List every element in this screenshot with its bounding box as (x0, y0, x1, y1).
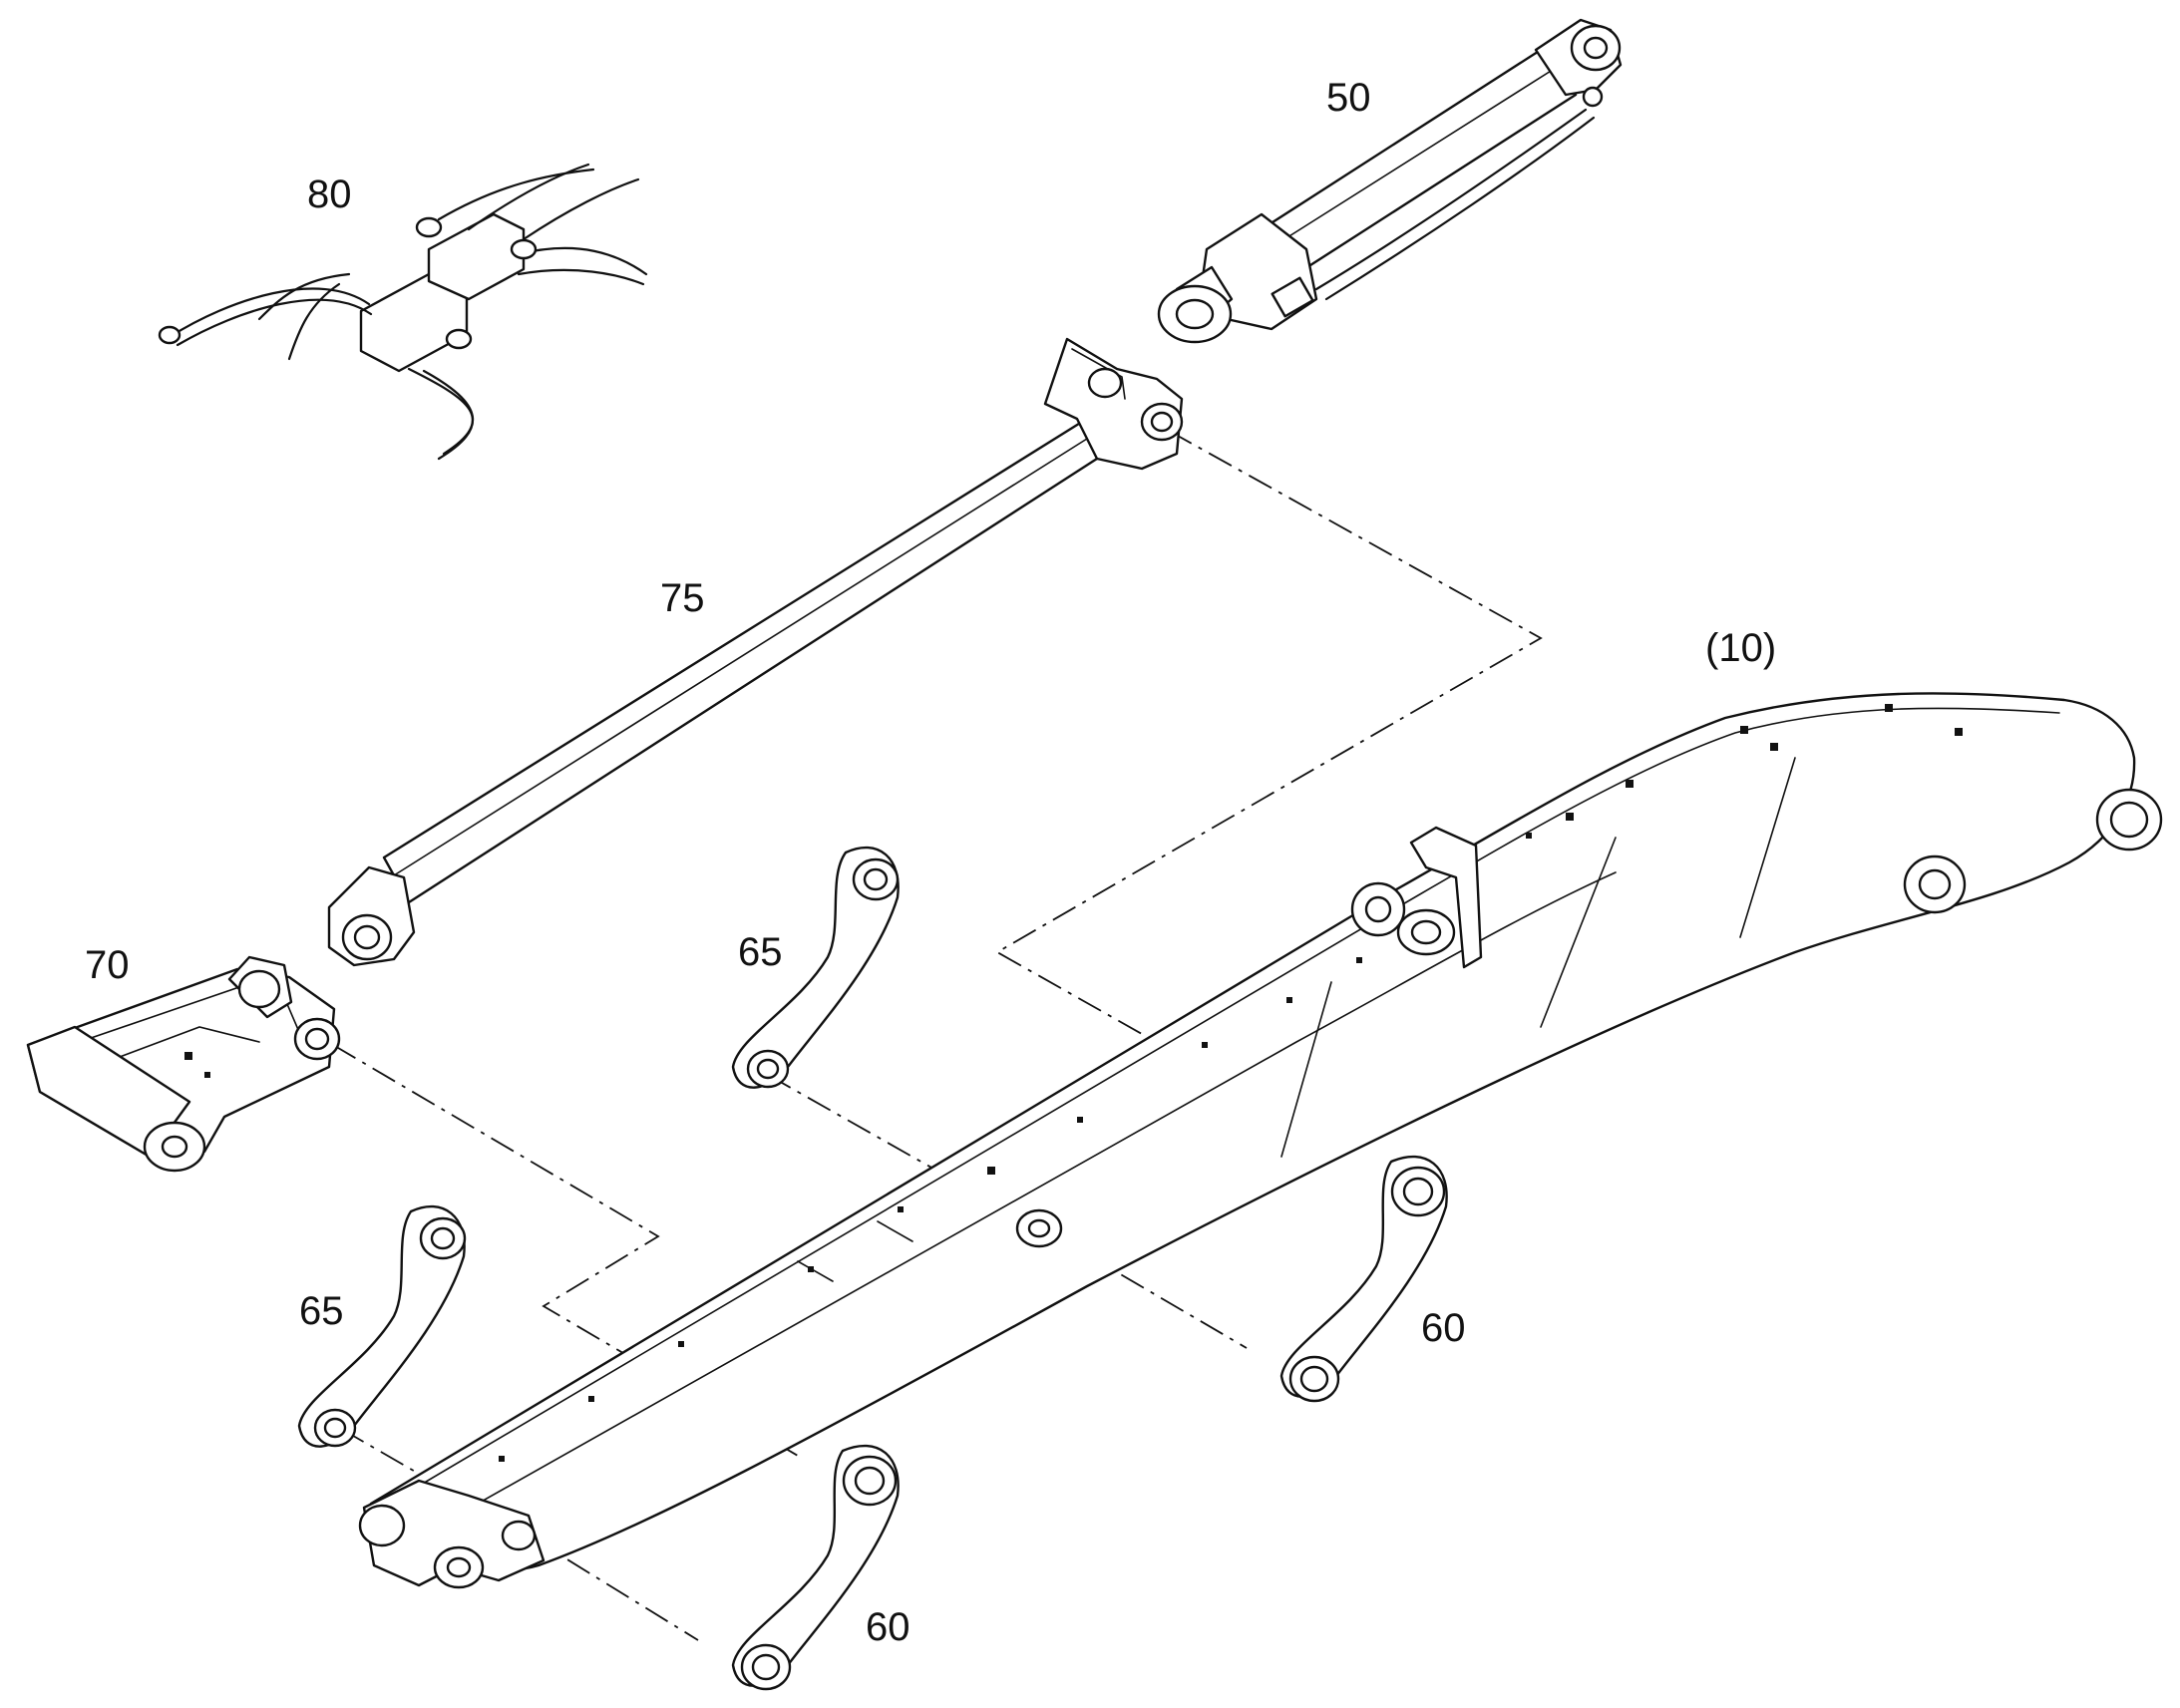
boom-panel-line-4 (877, 1220, 913, 1242)
assembly-line-65-upper (767, 1074, 948, 1178)
boom-top-edge (393, 707, 2060, 1502)
frame-upper-pin-hole (237, 969, 281, 1009)
boom-mid-boss-inner (1027, 1218, 1051, 1238)
link-65-upper-bottom-eye-inner (756, 1058, 780, 1080)
valve-block-upper (427, 212, 526, 301)
hose-2 (176, 298, 373, 347)
rod-shaft (382, 420, 1099, 904)
boom-panel-line-3 (1280, 981, 1332, 1158)
boom-foot (362, 1479, 545, 1587)
link-part-65-lower (297, 1204, 467, 1448)
valve-hoses-part-80 (158, 163, 648, 461)
cylinder-port-fitting (1582, 86, 1604, 108)
boom-panel-line-1 (1739, 757, 1796, 938)
boom-panel-line-5 (797, 1260, 834, 1282)
cylinder-barrel-line (1275, 67, 1557, 245)
hose-4 (287, 282, 341, 361)
rod-part-75 (327, 337, 1184, 967)
callout-part-80: 80 (307, 172, 352, 216)
boom-tip-boss-inner (2109, 801, 2149, 839)
link-part-60-lower (731, 1444, 900, 1691)
link-65-upper-top-eye-inner (863, 867, 889, 891)
boom-foot-boss-left (358, 1504, 406, 1547)
cylinder-port-block (1271, 276, 1314, 318)
boom-body (369, 692, 2136, 1571)
cylinder-rod-eye-inner (1175, 298, 1215, 330)
link-65-lower-bottom-eye-inner (323, 1417, 347, 1439)
hose-11 (522, 177, 640, 241)
rod-shaft-highlight (393, 438, 1088, 876)
boom-bracket-pin-hole-inner (1410, 919, 1442, 945)
boom-cylinder-bracket (1409, 826, 1483, 969)
cylinder-head-eye-inner (1583, 36, 1609, 60)
boom-part-10 (358, 692, 2163, 1589)
cylinder-side-hose-2 (1324, 116, 1596, 301)
hose-6 (422, 369, 475, 461)
boom-pivot-boss-inner (1364, 895, 1392, 923)
hose-fitting-1 (158, 325, 182, 345)
link-part-65-upper (731, 846, 900, 1089)
boom-foot-pin (501, 1520, 537, 1551)
callout-part-75: 75 (660, 576, 705, 620)
rod-upper-clevis-slot (1071, 348, 1126, 400)
callout-part-65-upper: 65 (738, 930, 783, 974)
link-60-lower-top-eye-inner (854, 1466, 886, 1496)
link-60-right-top-eye-inner (1402, 1177, 1434, 1206)
hose-1 (168, 287, 371, 339)
cylinder-part-50 (1157, 18, 1623, 344)
link-60-right-bottom-eye-inner (1299, 1365, 1329, 1393)
link-part-60-right (1279, 1155, 1448, 1403)
callout-part-70: 70 (85, 943, 130, 987)
rod-upper-pin-hole-inner (1150, 411, 1174, 433)
boom-rivet-dots (499, 704, 1963, 1462)
hose-7 (517, 246, 648, 276)
rod-lower-pin-hole-inner (353, 924, 381, 950)
hose-fitting-3 (510, 238, 538, 260)
assembly-line-60-lower (528, 1535, 699, 1641)
frame-tube-end-inner (161, 1135, 188, 1159)
assembly-line-60-right (1041, 1227, 1248, 1349)
callout-part-60-right: 60 (1421, 1306, 1466, 1350)
frame-side-pin-hole-inner (304, 1027, 330, 1051)
rod-upper-pin-hole-2 (1087, 367, 1123, 399)
boom-panel-line-2 (1540, 837, 1617, 1028)
callout-part-50: 50 (1326, 76, 1371, 120)
callout-part-60-lower: 60 (866, 1605, 910, 1649)
link-65-lower-top-eye-inner (430, 1226, 456, 1250)
cylinder-side-hose (1314, 108, 1588, 291)
boom-foot-boss-right-inner (446, 1556, 472, 1578)
hose-5 (407, 367, 474, 456)
callout-part-10: (10) (1705, 626, 1777, 670)
hose-9 (467, 163, 590, 231)
frame-part-70 (26, 955, 341, 1173)
hose-10 (437, 168, 595, 221)
hose-8 (517, 268, 645, 286)
boom-center-hole-inner (1918, 868, 1952, 900)
hose-3 (257, 272, 351, 321)
callout-part-65-lower: 65 (299, 1289, 344, 1333)
hose-fitting-2 (415, 216, 443, 238)
hose-fitting-4 (445, 328, 473, 350)
link-60-lower-bottom-eye-inner (751, 1653, 781, 1681)
boom-side-edge (438, 871, 1617, 1527)
